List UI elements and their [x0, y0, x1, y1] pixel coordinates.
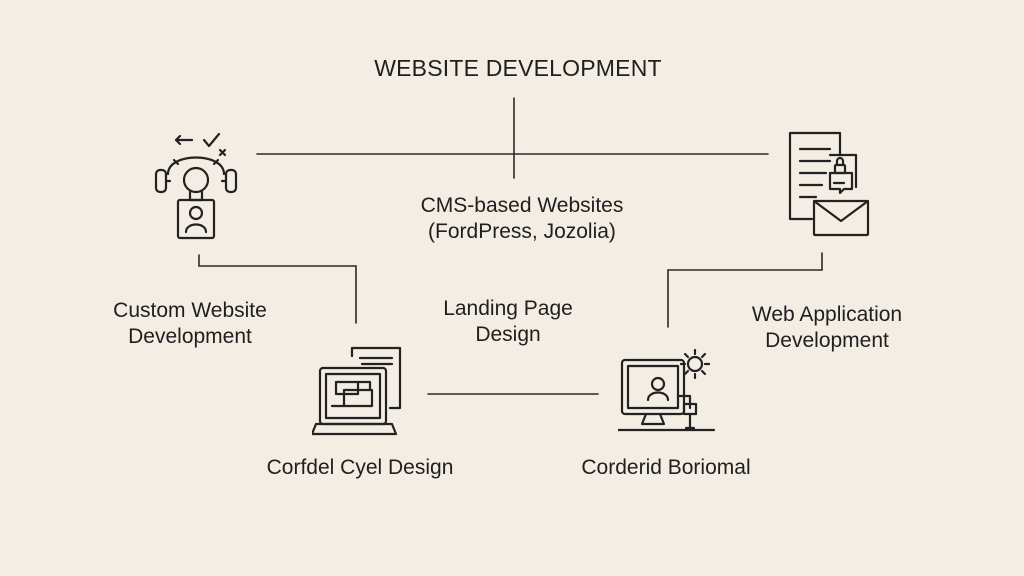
- node-label-line: Development: [765, 328, 889, 352]
- node-cms-based-websites: CMS-based Websites (FordPress, Jozolia): [372, 193, 672, 244]
- laptop-wireframe-icon: [312, 346, 402, 436]
- node-label-line: Design: [475, 322, 541, 346]
- node-label-line: Web Application: [751, 303, 903, 326]
- node-custom-website-development: Custom Website Development: [90, 298, 290, 349]
- node-label-line: Custom Website: [113, 299, 267, 322]
- node-label-line: Development: [128, 324, 252, 348]
- node-web-application-development: Web Application Development: [722, 302, 932, 353]
- node-label-line: (FordPress, Jozolia): [428, 219, 616, 243]
- diagram-title: WEBSITE DEVELOPMENT: [374, 55, 662, 81]
- node-label-line: Corderid Boriomal: [581, 456, 751, 479]
- node-corderid-boriomal: Corderid Boriomal: [546, 455, 786, 481]
- node-landing-page-design: Landing Page Design: [418, 296, 598, 347]
- node-label-line: Landing Page: [443, 297, 573, 320]
- document-lock-mail-icon: [788, 131, 870, 237]
- robot-headset-icon: [154, 132, 238, 240]
- webapp-to-corderid-connector: [667, 252, 823, 328]
- custom-to-corfdel-connector: [198, 254, 357, 324]
- node-label-line: Corfdel Cyel Design: [266, 456, 454, 479]
- monitor-user-gear-icon: [618, 348, 716, 432]
- node-label-line: CMS-based Websites: [420, 194, 624, 217]
- node-corfdel-cyel-design: Corfdel Cyel Design: [230, 455, 490, 481]
